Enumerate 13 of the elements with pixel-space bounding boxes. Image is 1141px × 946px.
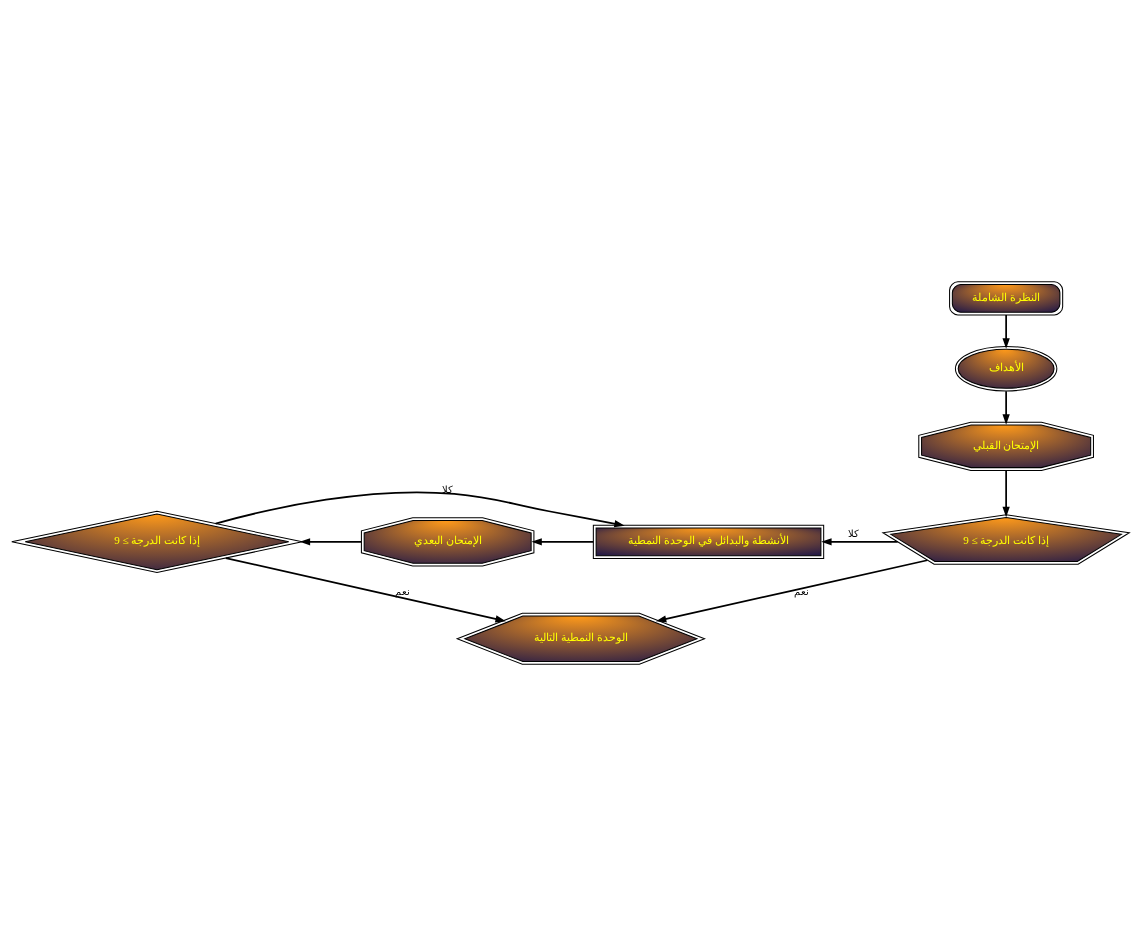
arrow	[299, 538, 363, 546]
arrow	[1002, 314, 1010, 349]
edge-label: نعم	[794, 586, 810, 598]
edge-label: كلا	[442, 484, 454, 496]
edge-label: كلا	[847, 528, 859, 540]
arrow	[531, 538, 595, 546]
arrow	[655, 559, 929, 623]
arrow	[224, 557, 506, 623]
arrow	[1002, 469, 1010, 518]
arrow	[1002, 390, 1010, 425]
edge-label: نعم	[395, 586, 411, 598]
arrow	[821, 538, 899, 546]
arrow	[214, 491, 625, 528]
